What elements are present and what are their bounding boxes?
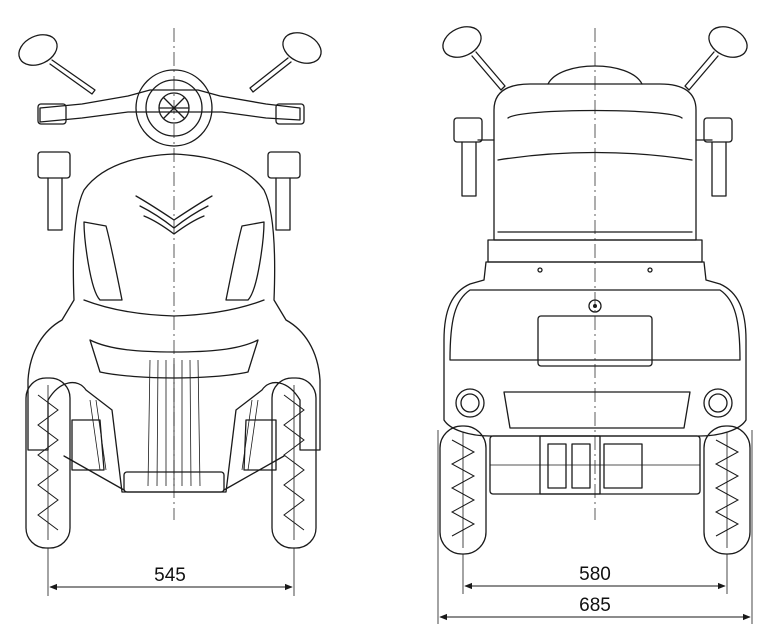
front-handlebar bbox=[39, 89, 301, 123]
rear-left-mirror bbox=[442, 26, 506, 91]
front-left-indicator bbox=[37, 151, 71, 179]
front-left-wheel bbox=[25, 377, 71, 549]
rear-left-indicator bbox=[453, 117, 483, 143]
front-right-wheel bbox=[271, 377, 317, 549]
rear-right-mirror bbox=[684, 26, 748, 91]
rear-left-light bbox=[455, 388, 485, 418]
rear-right-wheel bbox=[703, 425, 751, 555]
dimension-label-580: 580 bbox=[579, 564, 611, 585]
dimension-label-545: 545 bbox=[154, 565, 186, 586]
rear-view: 580 685 bbox=[437, 26, 753, 624]
dimension-545: 545 bbox=[47, 548, 295, 596]
front-right-mirror bbox=[249, 32, 322, 93]
front-right-indicator bbox=[267, 151, 301, 179]
rear-body bbox=[443, 261, 747, 437]
rear-axle-assembly bbox=[489, 435, 701, 495]
front-left-mirror bbox=[18, 34, 96, 95]
front-view: 545 bbox=[18, 28, 322, 596]
front-grille bbox=[123, 359, 225, 493]
rear-left-wheel bbox=[439, 425, 487, 555]
dimension-685: 685 bbox=[437, 430, 753, 624]
dimension-580: 580 bbox=[462, 554, 728, 594]
rear-right-indicator bbox=[703, 117, 733, 143]
rear-right-light bbox=[703, 388, 733, 418]
dimension-label-685: 685 bbox=[579, 595, 611, 616]
front-headlight bbox=[135, 69, 213, 147]
rear-tail-panel bbox=[537, 299, 653, 367]
front-nose-chevron bbox=[135, 195, 213, 221]
